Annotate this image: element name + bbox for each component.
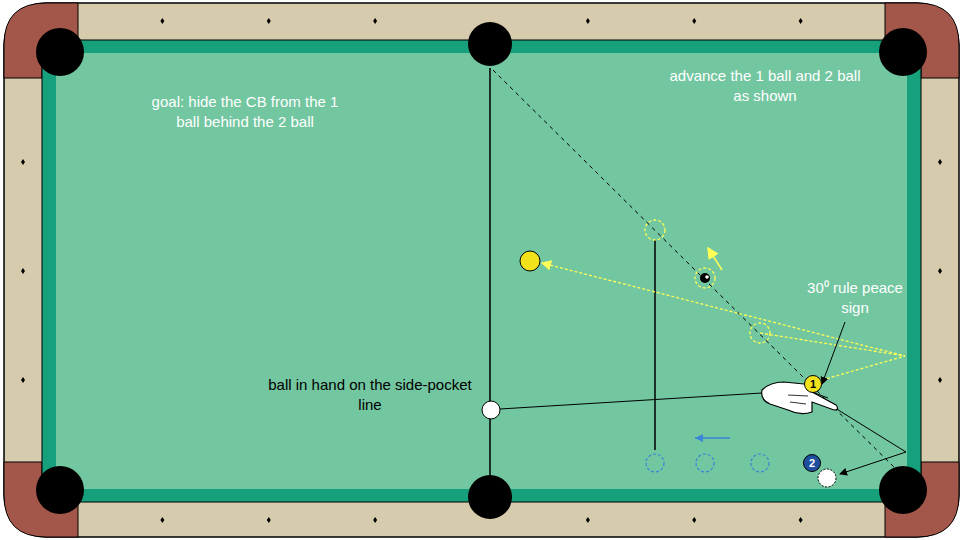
rule-callout: 30⁰ rule peace sign (800, 278, 910, 318)
rail-diamond (938, 159, 942, 165)
rail-diamond (799, 517, 803, 523)
rail-diamond (21, 159, 25, 165)
rail-diamond (373, 18, 377, 24)
rail-diamond (692, 18, 696, 24)
one-ball: 1 (804, 375, 822, 393)
ball-number: 2 (809, 458, 815, 469)
two-ball: 2 (803, 454, 821, 472)
rail-diamond (160, 18, 164, 24)
instruction-note: advance the 1 ball and 2 ball as shown (660, 66, 870, 106)
rail-diamond (586, 517, 590, 523)
rail-diamond (21, 268, 25, 274)
rail-diamond (21, 377, 25, 383)
ball-number: 1 (810, 379, 816, 390)
rail-diamond (692, 517, 696, 523)
rail-diamond (938, 377, 942, 383)
rail-diamond (267, 18, 271, 24)
ball-in-hand-callout: ball in hand on the side-pocket line (265, 375, 475, 415)
goal-note: goal: hide the CB from the 1 ball behind… (150, 92, 340, 132)
rail-diamond (160, 517, 164, 523)
rail-diamond (267, 517, 271, 523)
rail-diamond (373, 517, 377, 523)
rail-diamond (799, 18, 803, 24)
rail-diamond (586, 18, 590, 24)
rail-diamond (938, 268, 942, 274)
